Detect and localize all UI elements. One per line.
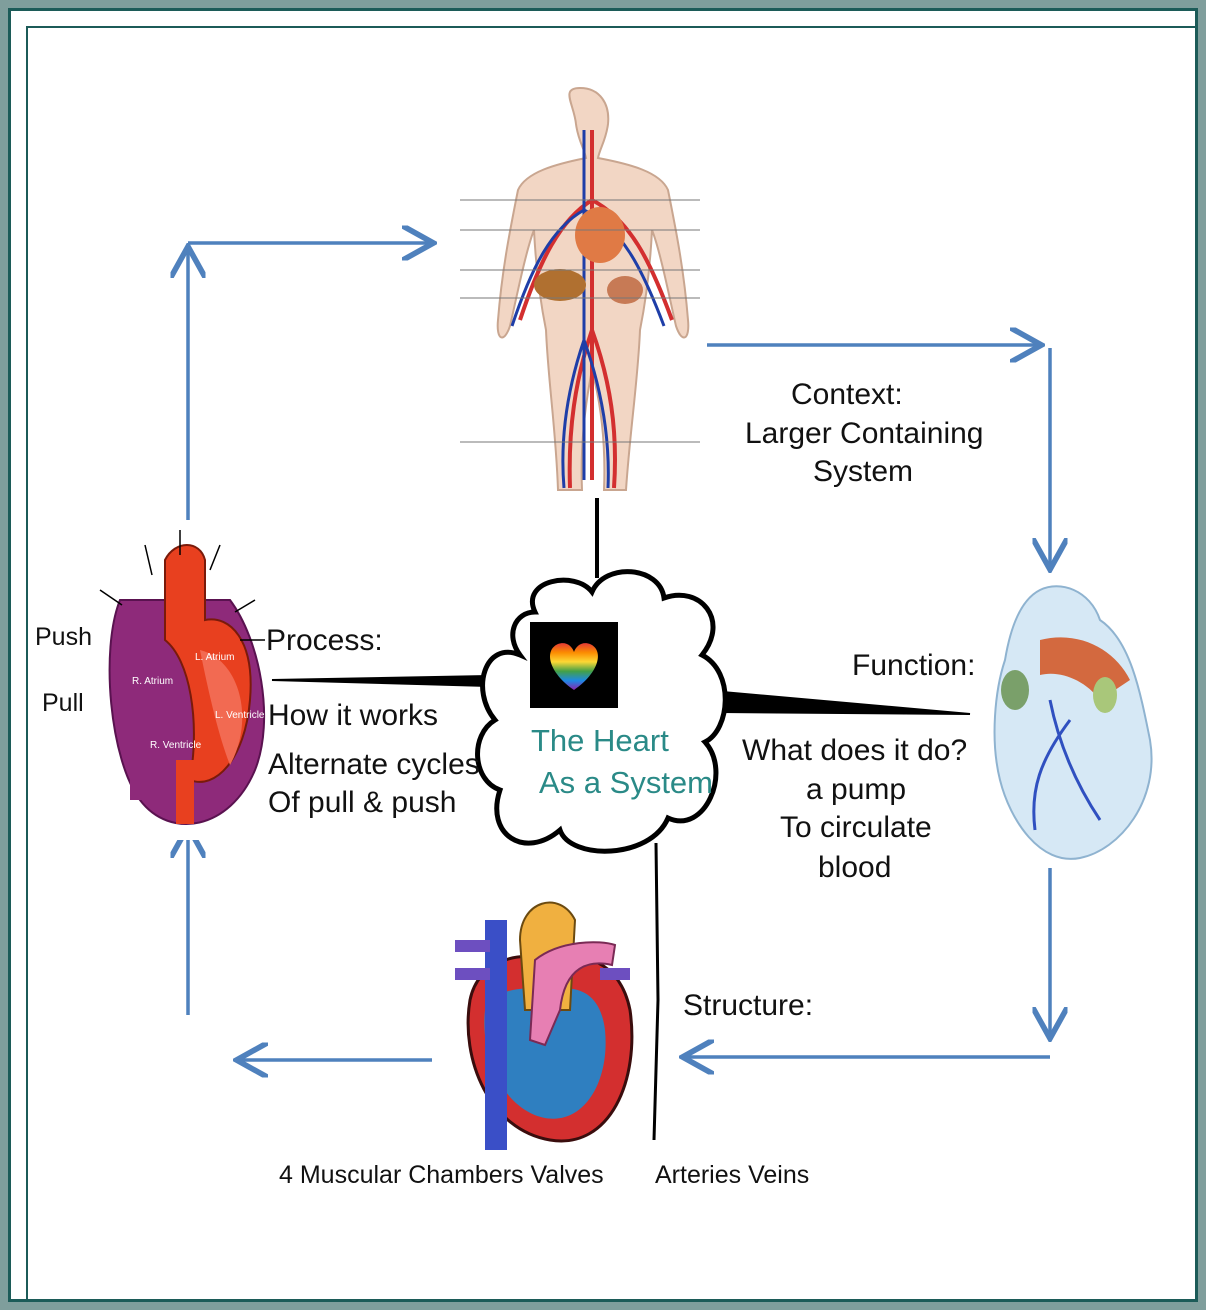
circulatory-body-image xyxy=(455,78,705,493)
r-atrium-label: R. Atrium xyxy=(132,676,173,687)
heart-function-image xyxy=(995,586,1152,859)
context-line3: System xyxy=(813,453,913,491)
l-ventricle-label: L. Ventricle xyxy=(215,710,265,721)
process-line3: Of pull & push xyxy=(268,784,456,822)
function-heading: Function: xyxy=(852,647,975,685)
heart-structure-image xyxy=(440,880,640,1155)
structure-heading: Structure: xyxy=(683,987,813,1025)
center-title-line2: As a System xyxy=(539,764,713,803)
process-heading: Process: xyxy=(266,622,383,660)
pull-label: Pull xyxy=(42,688,84,719)
structure-components-right: Arteries Veins xyxy=(655,1160,809,1191)
function-line3: To circulate xyxy=(780,809,932,847)
function-line4: blood xyxy=(818,849,891,887)
process-line1: How it works xyxy=(268,697,438,735)
l-atrium-label: L. Atrium xyxy=(195,652,234,663)
process-line2: Alternate cycles xyxy=(268,746,480,784)
context-heading: Context: xyxy=(791,376,903,414)
function-line2: a pump xyxy=(806,771,906,809)
r-ventricle-label: R. Ventricle xyxy=(150,740,202,751)
center-title-line1: The Heart xyxy=(531,722,669,761)
push-label: Push xyxy=(35,622,92,653)
function-line1: What does it do? xyxy=(742,732,967,770)
structure-components-left: 4 Muscular Chambers Valves xyxy=(279,1160,604,1191)
context-line2: Larger Containing xyxy=(745,415,984,453)
center-cloud xyxy=(478,572,726,852)
heart-process-image: R. Atrium L. Atrium L. Ventricle R. Vent… xyxy=(95,520,270,840)
rainbow-heart-icon xyxy=(530,622,618,708)
